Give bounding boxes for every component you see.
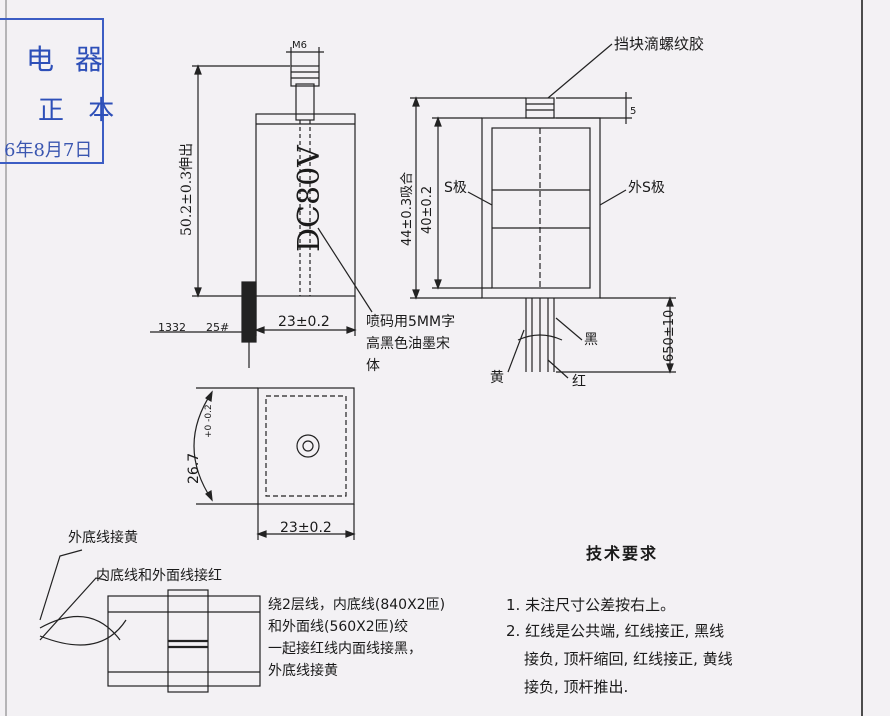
voltage-label: DC80V xyxy=(292,145,327,252)
front-width-label: 23±0.2 xyxy=(278,314,330,330)
wire-yellow-label: 黄 xyxy=(490,370,504,386)
print-note-line2: 高黑色油墨宋 xyxy=(366,336,450,352)
wire-black-label: 黑 xyxy=(584,332,598,348)
print-note-line3: 体 xyxy=(366,358,380,374)
top-dim-label: 5 xyxy=(630,106,637,117)
stamp-line1: 电 器 xyxy=(26,43,109,76)
approval-stamp: 电 器 正 本 6年8月7日 xyxy=(0,18,114,164)
thread-label: M6 xyxy=(292,40,307,51)
side-view xyxy=(410,43,676,379)
bottom-view xyxy=(193,387,356,540)
bottom-height-tol: +0 -0.2 xyxy=(204,404,214,438)
s-pole-label: S极 xyxy=(444,180,467,196)
tech-line3: 接负, 顶杆缩回, 红线接正, 黄线 xyxy=(524,650,733,668)
winding-note-line3: 一起接红线内面线接黑， xyxy=(268,641,422,657)
bottom-width-label: 23±0.2 xyxy=(280,520,332,536)
stamp-date: 6年8月7日 xyxy=(4,140,93,161)
wire-red-label: 红 xyxy=(572,374,586,390)
outer-bottom-label: 外底线接黄 xyxy=(68,530,138,546)
closed-dim-label: 44±0.3吸合 xyxy=(400,171,415,246)
winding-sketch xyxy=(39,549,261,693)
lead-length-label: 650±10 xyxy=(662,309,677,362)
winding-note-line4: 外底线接黄 xyxy=(268,663,338,679)
winding-note-line1: 绕2层线，内底线(840X2匝) xyxy=(268,597,446,613)
tech-line2: 2. 红线是公共端, 红线接正, 黑线 xyxy=(506,622,725,640)
tech-title: 技术要求 xyxy=(586,544,659,563)
tech-line4: 接负, 顶杆推出. xyxy=(524,678,629,696)
length-dim-label: 50.2±0.3伸出 xyxy=(179,142,195,236)
inner-dim-label: 40±0.2 xyxy=(420,185,435,234)
inner-outer-label: 内底线和外面线接红 xyxy=(96,568,222,584)
bottom-height-label: 26.7 xyxy=(186,452,202,484)
tech-line1: 1. 未注尺寸公差按右上。 xyxy=(506,596,676,614)
wire-code-label: 1332 xyxy=(158,321,186,334)
print-note-line1: 喷码用5MM字 xyxy=(366,314,456,330)
wire-gauge-label: 25# xyxy=(206,321,230,334)
outer-s-pole-label: 外S极 xyxy=(628,180,665,196)
stamp-line2: 正 本 xyxy=(38,96,123,126)
glue-label: 挡块滴螺纹胶 xyxy=(614,35,705,53)
front-view xyxy=(150,47,373,368)
winding-note-line2: 和外面线(560X2匝)绞 xyxy=(268,619,409,635)
